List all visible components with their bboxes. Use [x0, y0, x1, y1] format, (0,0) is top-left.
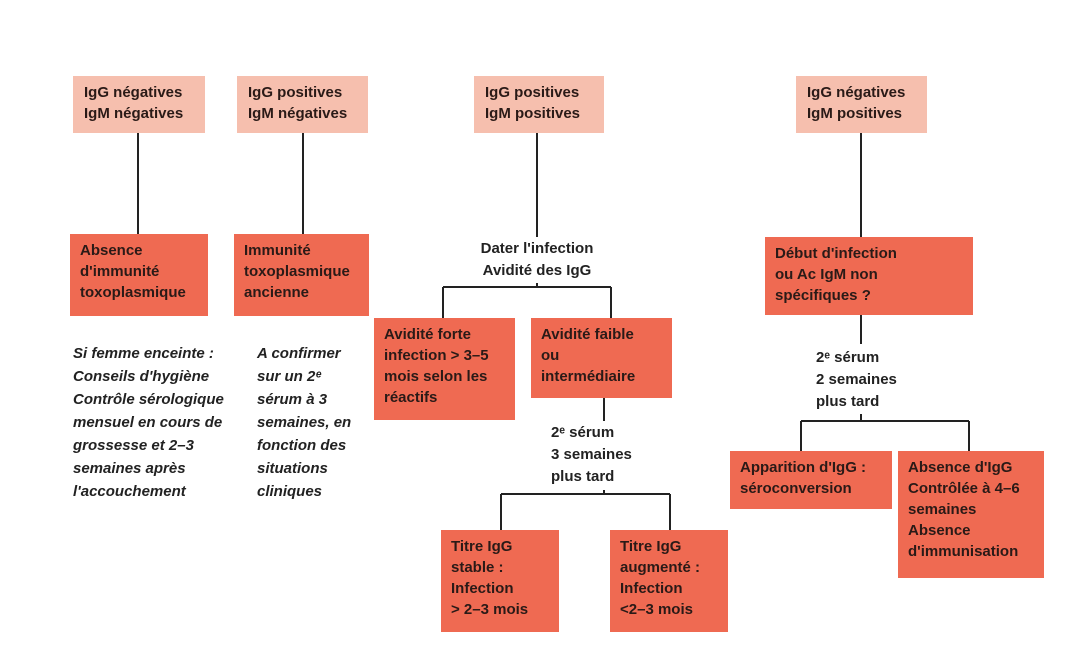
header-igg-neg-igm-pos: IgG négatives IgM positives: [796, 76, 927, 133]
box-line: intermédiaire: [541, 368, 636, 385]
note-line: sérum à 3: [257, 391, 328, 408]
note-line: semaines, en: [257, 414, 352, 431]
box-line: IgG positives: [485, 84, 580, 101]
result-absence-igg: Absence d'IgG Contrôlée à 4–6 semaines A…: [898, 451, 1044, 578]
box-line: Immunité: [244, 242, 311, 259]
step-line: Avidité des IgG: [482, 262, 592, 279]
result-seroconversion: Apparition d'IgG : séroconversion: [730, 451, 892, 509]
box-line: IgM négatives: [248, 105, 348, 122]
result-debut-infection: Début d'infection ou Ac IgM non spécifiq…: [765, 237, 973, 315]
box-line: spécifiques ?: [775, 287, 871, 304]
box-line: ancienne: [244, 284, 310, 301]
box-line: augmenté :: [620, 559, 701, 576]
box-line: Absence: [80, 242, 143, 259]
note-line: Contrôle sérologique: [73, 391, 224, 408]
note-femme-enceinte: Si femme enceinte : Conseils d'hygiène C…: [73, 342, 248, 503]
step-serum-2-semaines: 2ᵉ sérum 2 semaines plus tard: [816, 347, 926, 413]
step-line: 2ᵉ sérum: [816, 349, 880, 366]
note-a-confirmer: A confirmer sur un 2ᵉ sérum à 3 semaines…: [257, 342, 377, 503]
box-line: IgG négatives: [807, 84, 906, 101]
header-igg-pos-igm-neg: IgG positives IgM négatives: [237, 76, 368, 133]
note-line: l'accouchement: [73, 483, 186, 500]
note-line: fonction des: [257, 437, 347, 454]
box-line: mois selon les: [384, 368, 488, 385]
box-line: réactifs: [384, 389, 438, 406]
step-line: 2 semaines: [816, 371, 897, 388]
box-line: infection > 3–5: [384, 347, 489, 364]
box-line: Contrôlée à 4–6: [908, 480, 1020, 497]
note-line: sur un 2ᵉ: [257, 368, 322, 385]
box-line: Début d'infection: [775, 245, 897, 262]
step-line: Dater l'infection: [480, 240, 594, 257]
header-igg-pos-igm-pos: IgG positives IgM positives: [474, 76, 604, 133]
box-line: IgM négatives: [84, 105, 184, 122]
result-immunite-ancienne: Immunité toxoplasmique ancienne: [234, 234, 369, 316]
box-line: d'immunisation: [908, 543, 1019, 560]
step-dater-infection: Dater l'infection Avidité des IgG: [462, 238, 612, 282]
box-line: d'immunité: [80, 263, 160, 280]
box-line: Titre IgG: [620, 538, 682, 555]
step-line: 3 semaines: [551, 446, 632, 463]
box-line: ou: [541, 347, 560, 364]
step-line: 2ᵉ sérum: [551, 424, 615, 441]
note-line: A confirmer: [257, 345, 341, 362]
box-line: IgG positives: [248, 84, 343, 101]
box-line: Avidité forte: [384, 326, 471, 343]
box-line: IgG négatives: [84, 84, 183, 101]
box-line: <2–3 mois: [620, 601, 693, 618]
box-line: toxoplasmique: [244, 263, 350, 280]
box-line: Apparition d'IgG :: [740, 459, 867, 476]
result-avidite-faible: Avidité faible ou intermédiaire: [531, 318, 672, 398]
note-line: situations: [257, 460, 328, 477]
header-igg-neg-igm-neg: IgG négatives IgM négatives: [73, 76, 205, 133]
result-titre-augmente: Titre IgG augmenté : Infection <2–3 mois: [610, 530, 728, 632]
box-line: séroconversion: [740, 480, 852, 497]
note-line: cliniques: [257, 483, 323, 500]
step-serum-3-semaines: 2ᵉ sérum 3 semaines plus tard: [551, 422, 661, 488]
box-line: ou Ac IgM non: [775, 266, 878, 283]
note-line: Si femme enceinte :: [73, 345, 214, 362]
note-line: grossesse et 2–3: [73, 437, 194, 454]
box-line: semaines: [908, 501, 977, 518]
box-line: Infection: [451, 580, 514, 597]
step-line: plus tard: [816, 393, 880, 410]
box-line: > 2–3 mois: [451, 601, 529, 618]
step-line: plus tard: [551, 468, 615, 485]
result-absence-immunite: Absence d'immunité toxoplasmique: [70, 234, 208, 316]
box-line: stable :: [451, 559, 504, 576]
box-line: Avidité faible: [541, 326, 634, 343]
result-avidite-forte: Avidité forte infection > 3–5 mois selon…: [374, 318, 515, 420]
box-line: IgM positives: [485, 105, 581, 122]
note-line: mensuel en cours de: [73, 414, 223, 431]
result-titre-stable: Titre IgG stable : Infection > 2–3 mois: [441, 530, 559, 632]
note-line: Conseils d'hygiène: [73, 368, 210, 385]
box-line: Absence d'IgG: [908, 459, 1013, 476]
box-line: Absence: [908, 522, 971, 539]
box-line: Titre IgG: [451, 538, 513, 555]
note-line: semaines après: [73, 460, 186, 477]
box-line: toxoplasmique: [80, 284, 186, 301]
box-line: Infection: [620, 580, 683, 597]
box-line: IgM positives: [807, 105, 903, 122]
